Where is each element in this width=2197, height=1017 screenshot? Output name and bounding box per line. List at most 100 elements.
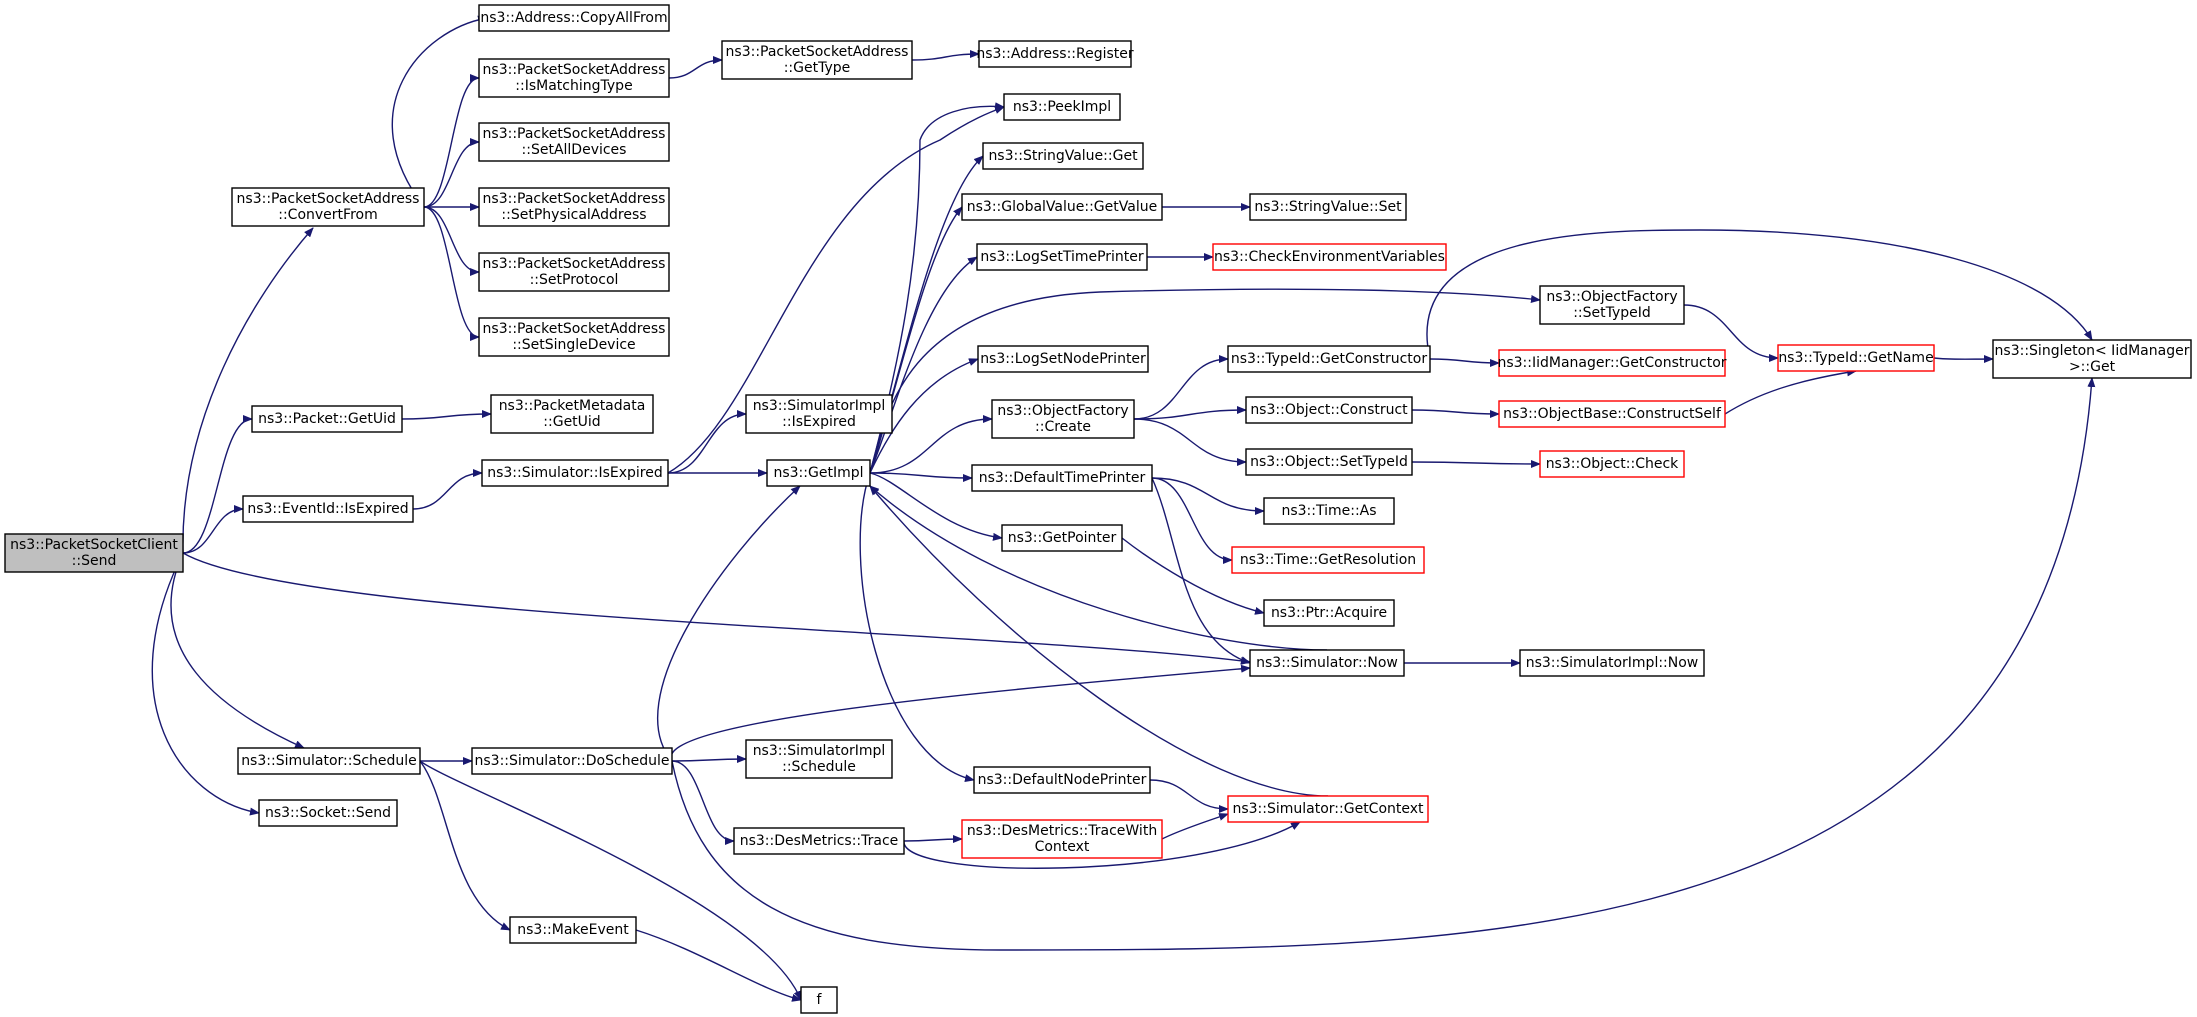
function-node-simdoschedule[interactable]: ns3::Simulator::DoSchedule [471,747,673,775]
function-node-label: ns3::Ptr::Acquire [1271,605,1387,621]
function-node-ptracquire[interactable]: ns3::Ptr::Acquire [1263,599,1395,627]
function-node-label: ::Send [72,553,117,569]
function-node-setphysicaladdress[interactable]: ns3::PacketSocketAddress::SetPhysicalAdd… [478,187,670,227]
call-edge-ismatchingtype-to-psagettype [668,56,723,79]
function-node-simisexpired[interactable]: ns3::Simulator::IsExpired [481,459,669,487]
call-edge-objfactorycreate-to-typeidgetconstructor [1133,355,1229,420]
call-edge-simdoschedule-to-simnow [670,664,1251,762]
function-node-label: ::SetSingleDevice [512,337,635,353]
function-node-label: ns3::Packet::GetUid [258,411,396,427]
function-node-stringvalueset[interactable]: ns3::StringValue::Set [1249,193,1407,221]
function-node-objectcheck[interactable]: ns3::Object::Check [1539,450,1685,478]
function-node-iidmanagergetconstructor[interactable]: ns3::IidManager::GetConstructor [1497,349,1727,377]
function-node-label: ns3::PacketSocketAddress [237,191,420,207]
call-edge-convertfrom-to-ismatchingtype [423,74,480,208]
function-node-label: ::GetUid [543,414,600,430]
function-node-label: ns3::Simulator::Now [1256,655,1398,671]
function-node-objectconstruct[interactable]: ns3::Object::Construct [1245,396,1413,424]
function-node-singletonget[interactable]: ns3::Singleton< IidManager >::Get [1992,339,2192,379]
function-node-label: ns3::DefaultNodePrinter [978,772,1147,788]
function-node-simgetcontext[interactable]: ns3::Simulator::GetContext [1227,795,1429,823]
function-node-label: f [817,992,823,1008]
function-node-stringvalueget[interactable]: ns3::StringValue::Get [982,142,1144,170]
function-node-setprotocol[interactable]: ns3::PacketSocketAddress::SetProtocol [478,252,670,292]
function-node-label: ns3::Object::SetTypeId [1250,454,1408,470]
function-node-label: ::SetProtocol [530,272,619,288]
function-node-convertfrom[interactable]: ns3::PacketSocketAddress::ConvertFrom [231,187,425,227]
function-node-setsingledevice[interactable]: ns3::PacketSocketAddress::SetSingleDevic… [478,317,670,357]
function-node-label: ns3::LogSetTimePrinter [980,249,1144,265]
call-edge-defaultnodeprinter-to-simgetcontext [1149,779,1229,813]
function-node-label: >::Get [2069,359,2116,375]
function-node-peekimpl[interactable]: ns3::PeekImpl [1003,93,1121,121]
function-node-objectsettypeid[interactable]: ns3::Object::SetTypeId [1245,448,1413,476]
call-edge-defaulttimeprinter-to-timegetresolution [1151,477,1233,564]
call-edge-packetgetuid-to-metadatagetuid [401,410,492,420]
function-node-socketsend[interactable]: ns3::Socket::Send [258,799,398,827]
function-node-objfactorycreate[interactable]: ns3::ObjectFactory::Create [991,399,1135,439]
function-node-label: ns3::PacketSocketAddress [483,321,666,337]
function-node-getimpl[interactable]: ns3::GetImpl [766,459,871,487]
function-node-setalldevices[interactable]: ns3::PacketSocketAddress::SetAllDevices [478,122,670,162]
function-node-label: ns3::Time::As [1281,503,1376,519]
call-edge-desmetricstracewithcontext-to-simgetcontext [1161,813,1229,840]
call-edge-send-to-socketsend [151,552,260,816]
function-node-label: ::IsExpired [782,414,856,430]
function-node-label: ns3::Simulator::GetContext [1232,801,1424,817]
function-node-simimplnow[interactable]: ns3::SimulatorImpl::Now [1519,649,1705,677]
call-edge-getimpl-to-logsetnodeprinter [869,358,979,474]
function-node-metadatagetuid[interactable]: ns3::PacketMetadata::GetUid [490,394,654,434]
function-node-timegetresolution[interactable]: ns3::Time::GetResolution [1231,546,1425,574]
function-node-checkenv[interactable]: ns3::CheckEnvironmentVariables [1212,243,1447,271]
function-node-label: ns3::SimulatorImpl [753,398,886,414]
function-node-label: ns3::TypeId::GetConstructor [1231,351,1427,367]
function-node-copyallfrom[interactable]: ns3::Address::CopyAllFrom [478,4,670,32]
function-node-timeas[interactable]: ns3::Time::As [1263,497,1395,525]
call-edge-simdoschedule-to-desmetricstrace [671,760,735,845]
call-edge-convertfrom-to-setprotocol [423,206,480,276]
call-edge-objectsettypeid-to-objectcheck [1411,459,1541,468]
call-edge-getimpl-to-objfactorysettypeid [869,288,1541,474]
function-node-makeevent[interactable]: ns3::MakeEvent [509,916,637,944]
call-edge-simgetcontext-to-getimpl [869,485,1329,797]
function-node-defaultnodeprinter[interactable]: ns3::DefaultNodePrinter [973,766,1151,794]
function-node-label: Context [1035,839,1090,855]
function-node-f[interactable]: f [800,986,838,1014]
call-edge-simschedule-to-makeevent [419,760,511,931]
function-node-simnow[interactable]: ns3::Simulator::Now [1249,649,1405,677]
function-node-globalvaluegetvalue[interactable]: ns3::GlobalValue::GetValue [961,193,1163,221]
function-node-label: ns3::Object::Construct [1250,402,1408,418]
call-edge-simdoschedule-to-getimpl [656,485,801,762]
function-node-simimplisexpired[interactable]: ns3::SimulatorImpl::IsExpired [745,394,893,434]
call-edge-psagettype-to-addressregister [911,50,980,61]
function-node-simschedule[interactable]: ns3::Simulator::Schedule [237,747,421,775]
function-node-simimplschedule[interactable]: ns3::SimulatorImpl::Schedule [745,739,893,779]
function-node-objfactorysettypeid[interactable]: ns3::ObjectFactory::SetTypeId [1539,285,1685,325]
function-node-getpointer[interactable]: ns3::GetPointer [1001,524,1123,552]
function-node-label: ::SetPhysicalAddress [501,207,646,223]
function-node-desmetricstrace[interactable]: ns3::DesMetrics::Trace [733,827,905,855]
function-node-logsettimeprinter[interactable]: ns3::LogSetTimePrinter [976,243,1148,271]
function-node-addressregister[interactable]: ns3::Address::Register [976,40,1134,68]
function-node-typeidgetname[interactable]: ns3::TypeId::GetName [1777,344,1935,372]
call-edge-objectconstruct-to-objectbaseconstructself [1411,409,1500,418]
call-edge-eventidisexpired-to-simisexpired [412,469,483,510]
function-node-typeidgetconstructor[interactable]: ns3::TypeId::GetConstructor [1227,345,1431,373]
function-node-label: ns3::Address::Register [976,46,1134,62]
function-node-eventidisexpired[interactable]: ns3::EventId::IsExpired [242,495,414,523]
function-node-send[interactable]: ns3::PacketSocketClient::Send [4,533,184,573]
function-node-label: ::Create [1035,419,1091,435]
function-node-objectbaseconstructself[interactable]: ns3::ObjectBase::ConstructSelf [1498,400,1726,428]
function-node-label: ns3::LogSetNodePrinter [980,351,1146,367]
function-node-label: ns3::PacketSocketAddress [726,44,909,60]
function-node-logsetnodeprinter[interactable]: ns3::LogSetNodePrinter [977,345,1149,373]
function-node-label: ns3::DefaultTimePrinter [979,470,1146,486]
function-node-label: ns3::Address::CopyAllFrom [480,10,667,26]
call-edge-convertfrom-to-setsingledevice [423,206,480,341]
function-node-psagettype[interactable]: ns3::PacketSocketAddress::GetType [721,40,913,80]
function-node-packetgetuid[interactable]: ns3::Packet::GetUid [251,405,403,433]
function-node-ismatchingtype[interactable]: ns3::PacketSocketAddress::IsMatchingType [478,58,670,98]
call-edge-convertfrom-to-copyallfrom [391,15,488,208]
function-node-defaulttimeprinter[interactable]: ns3::DefaultTimePrinter [971,464,1153,492]
